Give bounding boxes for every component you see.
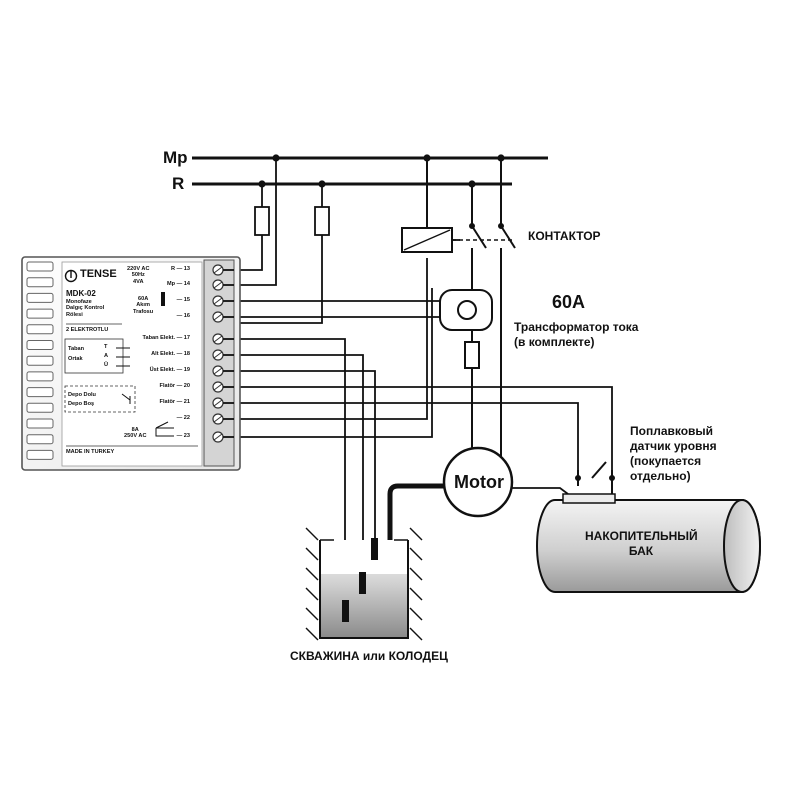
ct-name-label: Трансформатор тока (в комплекте) [514,320,639,349]
float-switch [575,461,615,496]
screw-slot [213,313,223,321]
bus-r-label: R [172,174,185,193]
screw-slot [213,399,223,407]
screw-slot [213,433,223,441]
device-brand: TENSE [80,268,117,280]
screw-slot [213,415,223,423]
electrode-high [371,538,378,560]
terminal-label: Mp — 14 [166,281,190,287]
fuse-1 [254,206,270,236]
mounting-tab [26,324,54,335]
ct-rating-label: 60A [552,292,586,312]
mounting-tab [26,371,54,382]
mounting-tab [26,434,54,445]
float-switch-label: Поплавковый датчик уровня (покупается от… [630,424,717,483]
float-sensor [562,493,616,504]
screw-slot [213,383,223,391]
contactor-label: КОНТАКТОР [528,229,601,243]
mounting-tab [26,261,54,272]
current-transformer [439,282,493,447]
terminal-label: — 23 [176,433,190,439]
mounting-tab [26,387,54,398]
mounting-tab [26,277,54,288]
device-contact-rating: 8A 250V AC [124,427,147,440]
device-supply: 220V AC 50Hz 4VA [127,266,150,285]
control-wires [232,239,613,603]
terminal-label: — 16 [176,313,190,319]
fuse-2 [314,206,330,236]
mounting-tab [26,449,54,460]
well-label: СКВАЖИНА или КОЛОДЕЦ [290,649,448,663]
screw-slot [213,266,223,274]
terminal-label: Üst Elekt. — 19 [149,367,190,373]
control-relay-device [21,256,241,471]
screw-slot [213,335,223,343]
well [305,527,423,641]
terminal-label: — 15 [176,297,190,303]
contactor [401,158,516,500]
device-made-in: MADE IN TURKEY [66,449,115,455]
device-level-states: Taban Ortak [68,346,85,362]
mounting-tab [26,308,54,319]
screw-slot [213,367,223,375]
device-depot-states: Depo Dolu Depo Boş [68,392,96,407]
electrode-low [359,572,366,594]
device-model: MDK-02 [66,289,96,298]
screw-slot [213,281,223,289]
mounting-tab [26,340,54,350]
contact-blade [471,225,487,249]
device-electrodes: 2 ELEKTROTLU [66,327,109,333]
motor [442,446,514,518]
bus-lines [192,156,548,186]
terminal-label: Flatör — 20 [159,383,190,389]
terminal-label: Alt Elekt. — 18 [151,351,190,357]
terminal-label: Taban Elekt. — 17 [142,335,190,341]
fuse-branches [232,158,330,324]
mounting-tab [26,402,54,413]
bus-mp-label: Mp [163,148,188,167]
contact-blade [500,225,516,249]
motor-label: Motor [454,472,504,492]
electrode-base [342,600,349,622]
terminal-label: — 22 [176,415,190,421]
pump-pipe [387,483,444,622]
screw-slot [213,297,223,305]
terminal-label: R — 13 [171,266,190,272]
terminal-label: Flatör — 21 [159,399,190,405]
mounting-tab [26,418,54,429]
device-description: Monofaze Dalgıç Kontrol Rölesi [66,299,105,318]
mounting-tab [26,292,54,303]
device-level-marks: T A Ü [104,344,109,368]
tank-label: НАКОПИТЕЛЬНЫЙ БАК [585,529,698,558]
device-current-label: 60A Akım Trafosu [133,296,154,315]
mounting-tab [26,355,54,366]
screw-slot [213,351,223,359]
ct-fuse [464,341,480,369]
storage-tank [536,493,761,593]
